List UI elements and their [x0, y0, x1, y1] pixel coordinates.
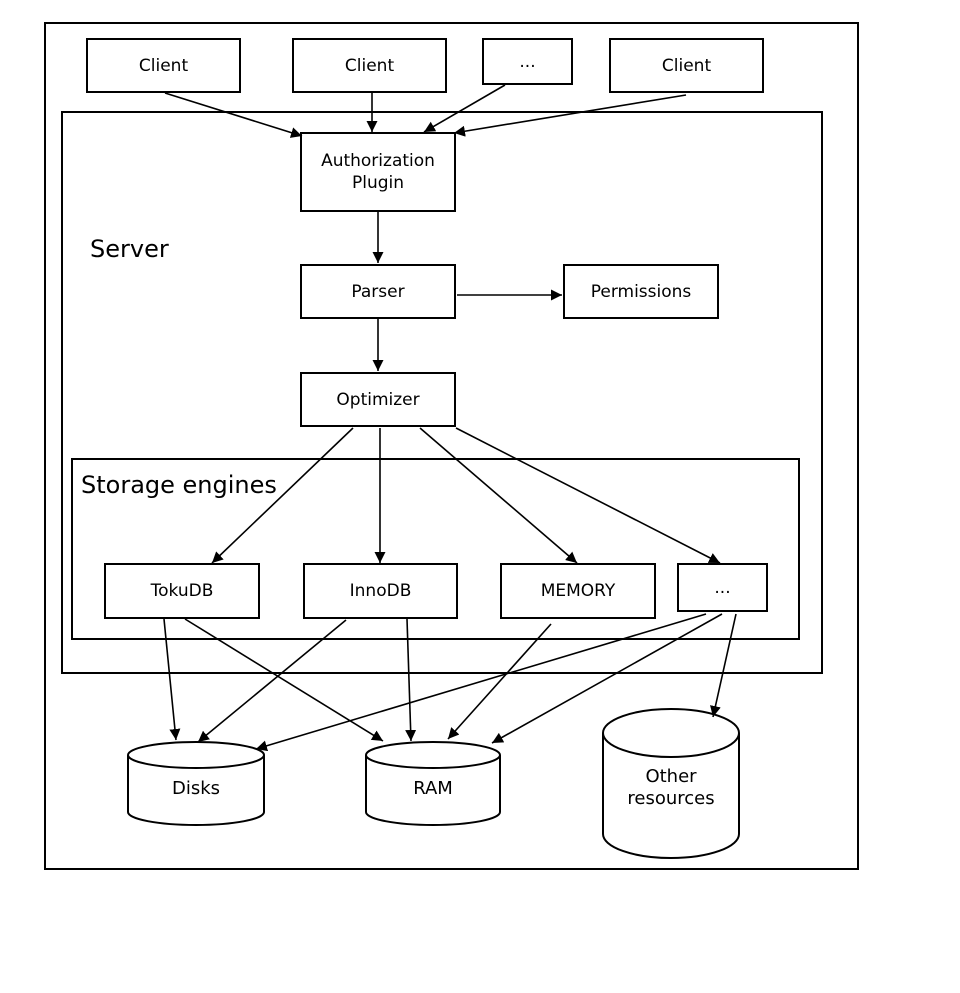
arrow-innodb-to-ram	[405, 618, 417, 742]
arrow-tokudb-to-ram	[184, 618, 384, 742]
other-resources-cylinder	[602, 708, 740, 859]
arrow-memory-to-ram	[447, 623, 552, 740]
parser-box: Parser	[300, 264, 456, 319]
client-box-ellipsis: ...	[482, 38, 573, 85]
parser-label: Parser	[351, 281, 405, 302]
arrow-engine-ellipsis-to-ram	[491, 613, 723, 744]
engine-box-innodb: InnoDB	[303, 563, 458, 619]
disks-cylinder	[127, 741, 265, 826]
engine-label: MEMORY	[540, 581, 616, 601]
engine-box-tokudb: TokuDB	[104, 563, 260, 619]
arrow-client1-to-auth	[164, 92, 303, 138]
client-box-2: Client	[292, 38, 447, 93]
engine-label: ...	[714, 577, 731, 598]
client-label: ...	[519, 51, 536, 72]
engine-box-memory: MEMORY	[500, 563, 656, 619]
storage-engines-frame	[71, 458, 800, 640]
engine-label: InnoDB	[349, 581, 412, 601]
ram-cylinder	[365, 741, 501, 826]
other-resources-label: Other resources	[603, 760, 739, 816]
optimizer-box: Optimizer	[300, 372, 456, 427]
authorization-plugin-box: Authorization Plugin	[300, 132, 456, 212]
client-box-1: Client	[86, 38, 241, 93]
arrow-client3-to-auth	[453, 94, 687, 137]
client-label: Client	[344, 55, 395, 76]
arrow-optimizer-to-engine-ellipsis	[455, 427, 721, 564]
disks-label: Disks	[171, 778, 221, 799]
engine-box-ellipsis: ...	[677, 563, 768, 612]
optimizer-label: Optimizer	[336, 389, 420, 410]
arrow-optimizer-to-memory	[419, 427, 578, 564]
client-box-3: Client	[609, 38, 764, 93]
arrow-engine-ellipsis-to-other-resources	[710, 613, 737, 718]
outer-frame	[44, 22, 859, 870]
client-label: Client	[138, 55, 189, 76]
ram-label: RAM	[413, 778, 453, 799]
arrow-optimizer-to-tokudb	[211, 427, 354, 564]
arrow-tokudb-to-disks	[163, 618, 181, 741]
arrow-innodb-to-disks	[197, 619, 347, 743]
server-label: Server	[90, 235, 169, 263]
storage-engines-label: Storage engines	[81, 471, 277, 499]
arrow-client-ellipsis-to-auth	[423, 84, 506, 133]
engine-label: TokuDB	[150, 581, 214, 601]
arrow-engine-ellipsis-to-disks	[255, 613, 707, 752]
other-resources-text: Other resources	[627, 766, 715, 809]
server-frame	[61, 111, 823, 674]
client-label: Client	[661, 55, 712, 76]
authorization-plugin-label: Authorization Plugin	[321, 151, 435, 193]
permissions-box: Permissions	[563, 264, 719, 319]
permissions-label: Permissions	[590, 281, 692, 302]
